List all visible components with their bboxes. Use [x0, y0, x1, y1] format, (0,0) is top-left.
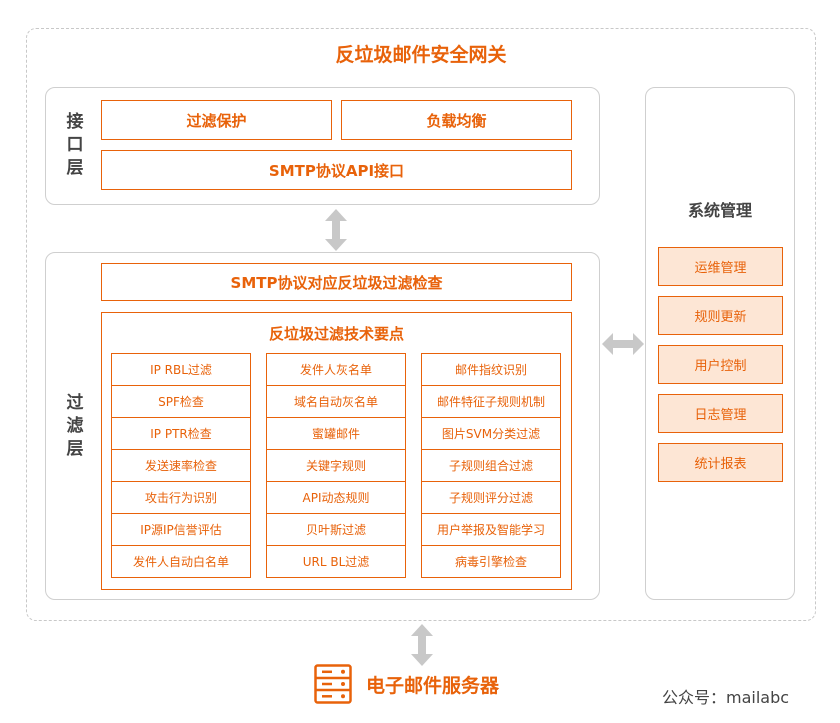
leftright-arrow-icon [602, 333, 644, 355]
system-management-panel [645, 87, 795, 600]
filter-protection-box: 过滤保护 [101, 100, 332, 140]
tech-points-title: 反垃圾过滤技术要点 [268, 325, 404, 343]
tech-item: 蜜罐邮件 [267, 418, 405, 450]
tech-item: SPF检查 [112, 386, 250, 418]
system-management-title: 系统管理 [687, 201, 752, 220]
tech-item: API动态规则 [267, 482, 405, 514]
tech-item: 贝叶斯过滤 [267, 514, 405, 546]
label-char: 接 [66, 112, 84, 132]
filter-layer-panel [45, 252, 600, 600]
gateway-container [26, 28, 816, 621]
label-char: 滤 [66, 415, 84, 436]
tech-item: 发送速率检查 [112, 450, 250, 482]
tech-item: 邮件指纹识别 [422, 354, 560, 386]
label-char: 口 [66, 134, 84, 155]
tech-item: 病毒引擎检查 [454, 555, 527, 569]
tech-item: 邮件特征子规则机制 [422, 386, 560, 418]
tech-item: IP RBL过滤 [112, 354, 250, 386]
label-char: 层 [66, 438, 84, 459]
tech-column-3: 邮件指纹识别 邮件特征子规则机制 图片SVM分类过滤 子规则组合过滤 子规则评分… [421, 353, 561, 578]
tech-item: 发件人自动白名单 [132, 555, 229, 569]
tech-points-box [101, 312, 572, 590]
ops-management-item: 运维管理 [658, 247, 783, 286]
server-label: 电子邮件服务器 [366, 675, 500, 697]
user-control-item: 用户控制 [658, 345, 783, 384]
rule-update-item: 规则更新 [658, 296, 783, 335]
load-balancing-box: 负载均衡 [341, 100, 572, 140]
page-title: 反垃圾邮件安全网关 [335, 44, 507, 66]
tech-item: 用户举报及智能学习 [422, 514, 560, 546]
tech-item: IP PTR检查 [112, 418, 250, 450]
updown-arrow-icon [411, 624, 433, 666]
tech-item: IP源IP信誉评估 [112, 514, 250, 546]
interface-layer-label: 接 口 层 [64, 111, 86, 180]
tech-item: 发件人灰名单 [267, 354, 405, 386]
updown-arrow-icon [325, 209, 347, 251]
watermark: 公众号：mailabc [662, 688, 790, 707]
smtp-check-box: SMTP协议对应反垃圾过滤检查 [101, 263, 572, 301]
tech-column-2: 发件人灰名单 域名自动灰名单 蜜罐邮件 关键字规则 API动态规则 贝叶斯过滤 … [266, 353, 406, 578]
log-management-item: 日志管理 [658, 394, 783, 433]
tech-item: 关键字规则 [267, 450, 405, 482]
tech-item: 攻击行为识别 [112, 482, 250, 514]
filter-layer-label: 过 滤 层 [64, 392, 86, 461]
label-char: 层 [66, 157, 84, 178]
smtp-api-box: SMTP协议API接口 [101, 150, 572, 190]
tech-item: 子规则评分过滤 [422, 482, 560, 514]
tech-item: 子规则组合过滤 [422, 450, 560, 482]
server-icon [314, 664, 352, 704]
tech-item: 域名自动灰名单 [267, 386, 405, 418]
tech-item: URL BL过滤 [302, 555, 370, 569]
tech-column-1: IP RBL过滤 SPF检查 IP PTR检查 发送速率检查 攻击行为识别 IP… [111, 353, 251, 578]
label-char: 过 [66, 393, 84, 413]
stats-report-item: 统计报表 [658, 443, 783, 482]
tech-item: 图片SVM分类过滤 [422, 418, 560, 450]
